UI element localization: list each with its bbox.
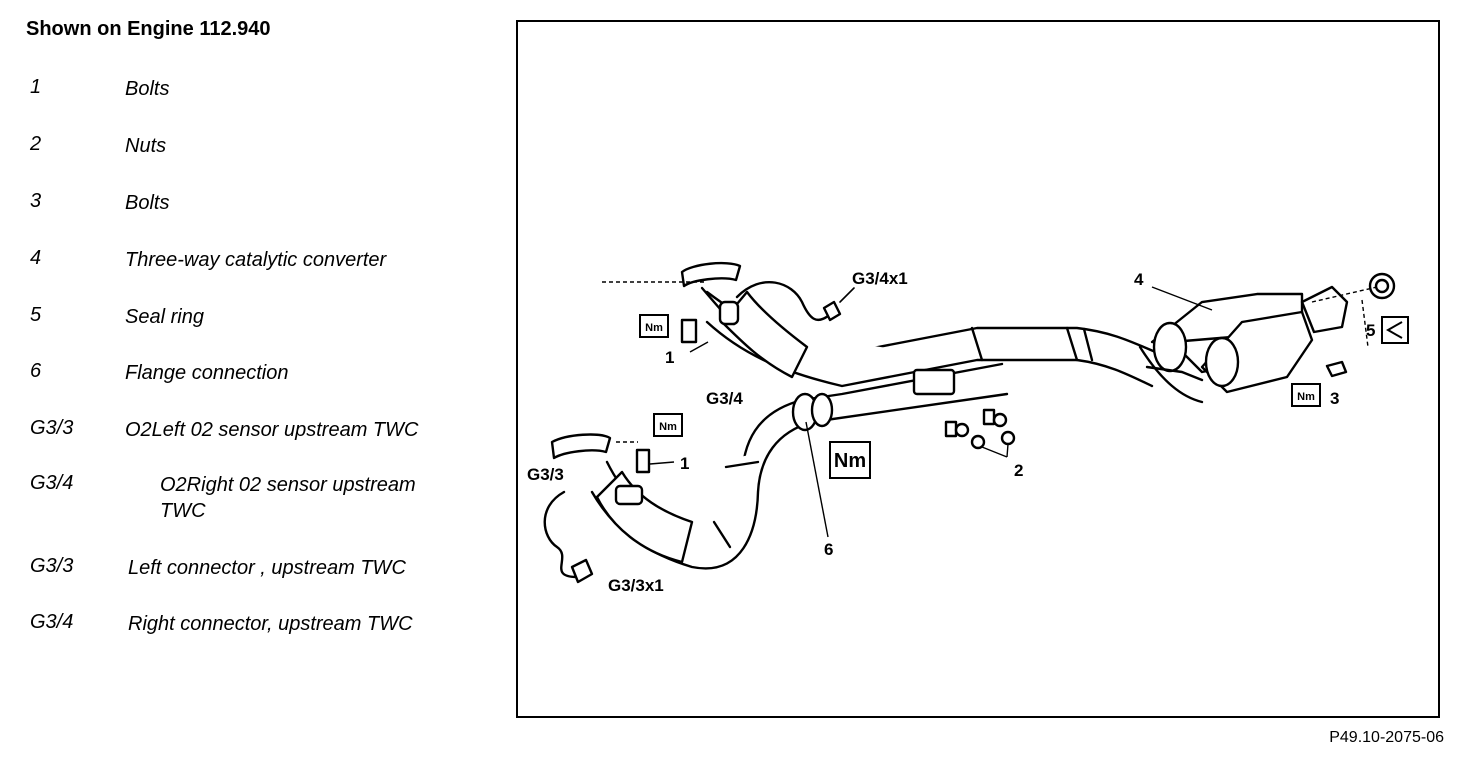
legend-key: 5 (30, 304, 42, 326)
torque-box-rear (1291, 383, 1321, 407)
label-part-6: 6 (824, 540, 833, 559)
label-part-1-lower: 1 (680, 454, 689, 473)
legend-desc: Seal ring (125, 306, 204, 328)
torque-label: Nm (645, 322, 663, 334)
legend-key: G3/3 (30, 417, 74, 439)
leader-lines (602, 281, 1378, 443)
legend-key: G3/3 (30, 555, 74, 577)
torque-label: Nm (834, 450, 866, 472)
legend-desc: Bolts (125, 78, 170, 100)
label-g3-4: G3/4 (706, 389, 743, 408)
label-part-3: 3 (1330, 389, 1339, 408)
figure-id: P49.10-2075-06 (1329, 729, 1444, 746)
torque-box-upper (639, 314, 669, 338)
upper-flange-gasket (680, 261, 742, 288)
converter-bracket (1138, 345, 1204, 404)
legend-key: 1 (30, 76, 42, 98)
exhaust-diagram: Nm Nm Nm Nm G3/4x1 G3/4 G3/3 G3/3x1 1 1 … (527, 261, 1409, 595)
legend-key: G3/4 (30, 611, 74, 633)
upper-pipe (705, 290, 1162, 388)
legend-desc: Right connector, upstream TWC (128, 613, 413, 635)
g3-3-sensor-wire (543, 490, 579, 579)
legend-key: 3 (30, 190, 42, 212)
g3-4-sensor (718, 300, 740, 326)
twin-converters (1150, 285, 1349, 394)
lower-flange-gasket (550, 433, 612, 460)
g3-4x1-connector (822, 300, 842, 322)
torque-box-large (829, 441, 871, 479)
pipe-hanger (912, 368, 956, 396)
nuts-2 (944, 408, 1016, 450)
label-g3-4x1: G3/4x1 (852, 269, 908, 288)
torque-box-lower (653, 413, 683, 437)
label-part-5: 5 (1366, 321, 1375, 340)
seal-ring-marker (1381, 316, 1409, 344)
upper-converter-body (720, 290, 809, 379)
exhaust-diagram-frame: Nm Nm Nm Nm G3/4x1 G3/4 G3/3 G3/3x1 1 1 … (516, 20, 1440, 718)
lower-bolt (635, 448, 651, 474)
label-part-4: 4 (1134, 270, 1144, 289)
label-part-1-upper: 1 (665, 348, 674, 367)
g3-4-sensor-wire (735, 281, 830, 322)
upper-bolt (680, 318, 698, 344)
legend-desc: Left connector , upstream TWC (128, 557, 406, 579)
label-g3-3: G3/3 (527, 465, 564, 484)
torque-label: Nm (659, 421, 677, 433)
rear-bolt-3 (1325, 360, 1348, 378)
rear-flange (1300, 285, 1349, 334)
g3-3-sensor (614, 484, 644, 506)
label-leaders (649, 286, 1213, 538)
label-g3-3x1: G3/3x1 (608, 576, 664, 595)
legend-desc: Flange connection (125, 362, 289, 384)
g3-3x1-connector (570, 558, 594, 584)
legend-desc: Nuts (125, 135, 167, 157)
page-heading: Shown on Engine 112.940 (26, 18, 271, 40)
label-part-2: 2 (1014, 461, 1023, 480)
legend-desc: Three-way catalytic converter (125, 249, 387, 271)
legend-desc: O2Left 02 sensor upstream TWC (125, 419, 419, 441)
torque-label: Nm (1297, 391, 1315, 403)
legend-key: 4 (30, 247, 42, 269)
legend-desc: O2Right 02 sensor upstream TWC (160, 474, 416, 522)
legend-desc: Bolts (125, 192, 170, 214)
legend-key: 2 (30, 133, 42, 155)
legend-key: 6 (30, 360, 42, 382)
legend-key: G3/4 (30, 472, 74, 494)
